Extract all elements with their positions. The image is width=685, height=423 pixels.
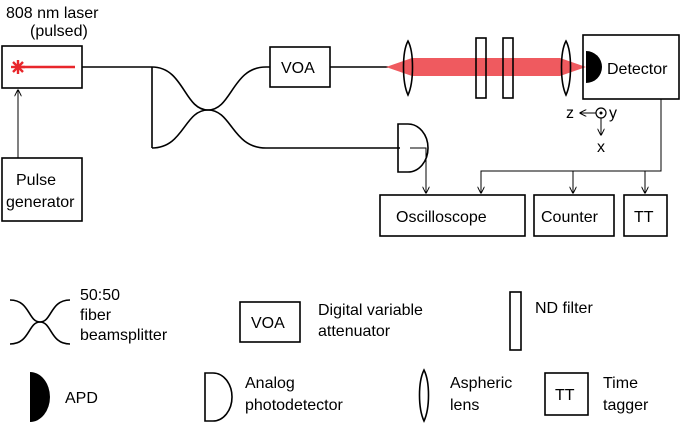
- fiber-beamsplitter: [82, 66, 400, 149]
- analog-photodetector-icon: [397, 123, 429, 173]
- detector-to-oscilloscope-wire: [481, 99, 662, 193]
- laser-title-line2: (pulsed): [30, 23, 88, 40]
- legend-apd-icon: [30, 372, 50, 422]
- legend-analog-pd-line1: Analog: [245, 375, 295, 392]
- legend-voa-line2: attenuator: [318, 323, 391, 340]
- legend-tt-line2: tagger: [603, 397, 649, 414]
- tt-label: TT: [634, 209, 654, 226]
- photodetector-to-oscilloscope-wire: [410, 147, 426, 193]
- legend-aspheric-lens-icon: [418, 368, 430, 423]
- aspheric-lens-1: [402, 39, 414, 97]
- legend-voa-line1: Digital variable: [318, 302, 423, 319]
- legend-tt-icon: [544, 372, 589, 416]
- detector-box: [582, 34, 680, 100]
- legend-apd-label: APD: [65, 390, 98, 407]
- legend-aspheric-line1: Aspheric: [450, 375, 512, 392]
- axis-x-label: x: [597, 139, 605, 156]
- axis-y-label: y: [609, 105, 617, 122]
- oscilloscope-box: [379, 194, 526, 237]
- pulse-generator-label-1: Pulse: [16, 172, 56, 189]
- nd-filter-2: [502, 37, 514, 99]
- nd-filter-1: [475, 37, 487, 99]
- legend-analog-pd-line2: photodetector: [245, 397, 344, 414]
- legend-beamsplitter-line3: beamsplitter: [80, 327, 168, 344]
- legend-voa-symbol: VOA: [251, 315, 285, 332]
- laser-star-icon: [11, 60, 25, 74]
- pulse-generator-box: [1, 157, 83, 222]
- legend-voa-icon: [239, 301, 301, 343]
- pulse-generator-label-2: generator: [6, 194, 75, 211]
- oscilloscope-label: Oscilloscope: [396, 209, 487, 226]
- legend-tt-symbol: TT: [555, 387, 575, 404]
- coordinate-axes: [580, 107, 607, 135]
- legend-analog-photodetector-icon: [204, 372, 233, 422]
- legend-beamsplitter-icon: [9, 299, 71, 345]
- legend-tt-line1: Time: [603, 375, 638, 392]
- counter-label: Counter: [541, 209, 599, 226]
- laser-title-line1: 808 nm laser: [6, 5, 99, 22]
- legend-beamsplitter-line1: 50:50: [80, 287, 120, 304]
- detector-label: Detector: [607, 61, 668, 78]
- legend: 50:50 fiber beamsplitter VOA Digital var…: [9, 287, 649, 423]
- counter-box: [533, 194, 615, 237]
- legend-nd-filter-icon: [509, 291, 522, 351]
- legend-beamsplitter-line2: fiber: [80, 307, 112, 324]
- tt-box: [623, 194, 668, 237]
- aspheric-lens-2: [560, 39, 572, 97]
- axis-z-label: z: [566, 105, 574, 122]
- voa-label: VOA: [281, 60, 315, 77]
- apd-icon: [586, 51, 602, 83]
- legend-nd-filter-label: ND filter: [535, 300, 593, 317]
- legend-aspheric-line2: lens: [450, 397, 479, 414]
